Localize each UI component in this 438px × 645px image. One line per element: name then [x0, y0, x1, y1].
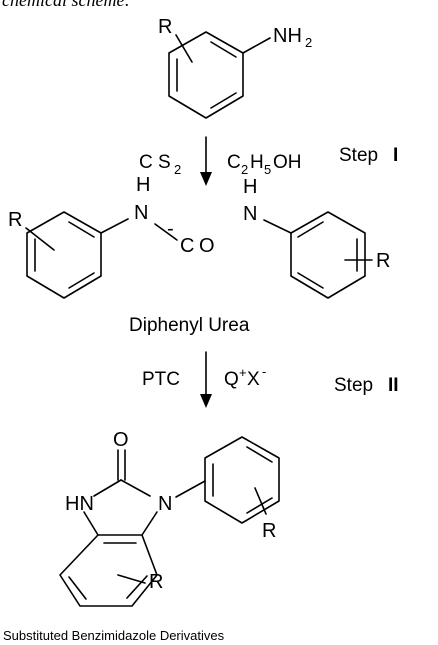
product-n-ring-bond — [141, 511, 158, 536]
partial-header-caption: chemical scheme: — [2, 0, 130, 10]
product-c-hn-bond — [93, 479, 122, 497]
step1-reagent-ethanol-c: C — [227, 152, 241, 173]
step1-arrow — [200, 136, 212, 186]
aniline-nh-label: NH — [273, 25, 302, 47]
step1-reagent-ethanol-oh: OH — [273, 152, 302, 173]
step2-reagent-q: Q — [224, 369, 239, 390]
urea-left-n: N — [134, 202, 148, 224]
urea-c: C — [180, 235, 194, 257]
aniline-nh-subscript: 2 — [305, 35, 312, 50]
product-benzo-substituent-r: R — [149, 571, 163, 593]
aniline-double-bond — [210, 92, 237, 109]
urea-right-double-bond — [297, 272, 324, 289]
product-benzo-ring — [59, 534, 158, 607]
step2-reagent-minus: - — [262, 364, 266, 379]
urea-right-double-bond — [297, 221, 324, 238]
aniline-double-bond — [210, 41, 237, 58]
step1-reagent-cs2: C S — [139, 152, 171, 173]
product-n-phenyl-bond — [175, 480, 206, 498]
step1-label-number: I — [393, 145, 398, 166]
aniline-r-bond — [175, 34, 193, 63]
diphenyl-urea-caption: Diphenyl Urea — [129, 315, 250, 336]
step2-reagent-x: X — [247, 369, 260, 390]
step2-label-word: Step — [334, 375, 373, 396]
product-phenyl-substituent-r: R — [262, 520, 276, 542]
urea-left-double-bond — [68, 272, 95, 289]
product-n: N — [158, 493, 172, 515]
urea-right-n: N — [243, 203, 257, 225]
aniline-ring — [168, 31, 244, 119]
product-benzo-double-bond — [68, 576, 87, 600]
step2-reagent-plus: + — [239, 365, 247, 380]
product-hn-ring-bond — [83, 511, 99, 536]
urea-left-h: H — [136, 174, 150, 196]
urea-right-ring — [290, 211, 366, 299]
product-phenyl-r-bond — [254, 487, 267, 515]
product-phenyl-double-bond — [246, 446, 273, 463]
product-benzo-r-bond — [117, 574, 146, 584]
benzimidazole-structure — [59, 436, 280, 607]
step2-arrow — [200, 351, 212, 408]
urea-left-substituent-r: R — [8, 209, 22, 231]
product-o: O — [113, 429, 129, 451]
step1-reagent-cs2-subscript: 2 — [174, 162, 181, 177]
urea-right-n-bond — [263, 219, 292, 234]
urea-nc-bond-left — [154, 223, 178, 241]
urea-right-h: H — [243, 176, 257, 198]
step1-reagent-ethanol-sub1: 2 — [241, 162, 248, 177]
aniline-substituent-r: R — [158, 16, 172, 38]
diphenyl-urea-structure — [25, 211, 373, 299]
urea-o: O — [199, 235, 215, 257]
urea-left-double-bond — [68, 221, 95, 238]
product-c-n-bond — [120, 479, 151, 497]
product-benzo-double-bond — [126, 575, 148, 599]
step1-reagent-ethanol-sub2: 5 — [264, 162, 271, 177]
urea-right-substituent-r: R — [376, 250, 390, 272]
product-hn: HN — [65, 493, 94, 515]
urea-left-r-bond — [25, 227, 55, 251]
urea-left-n-bond — [100, 218, 129, 234]
product-phenyl-ring — [204, 436, 280, 524]
step2-reagent-ptc: PTC — [142, 369, 180, 390]
product-phenyl-double-bond — [246, 497, 273, 514]
step2-label-number: II — [388, 375, 399, 396]
step1-reagent-ethanol-h: H — [250, 152, 264, 173]
step1-label-word: Step — [339, 145, 378, 166]
urea-left-ring — [26, 211, 102, 299]
urea-dash: - — [167, 218, 174, 240]
aniline-structure — [168, 31, 271, 119]
product-caption: Substituted Benzimidazole Derivatives — [3, 628, 225, 643]
aniline-nh2-bond — [242, 37, 271, 54]
